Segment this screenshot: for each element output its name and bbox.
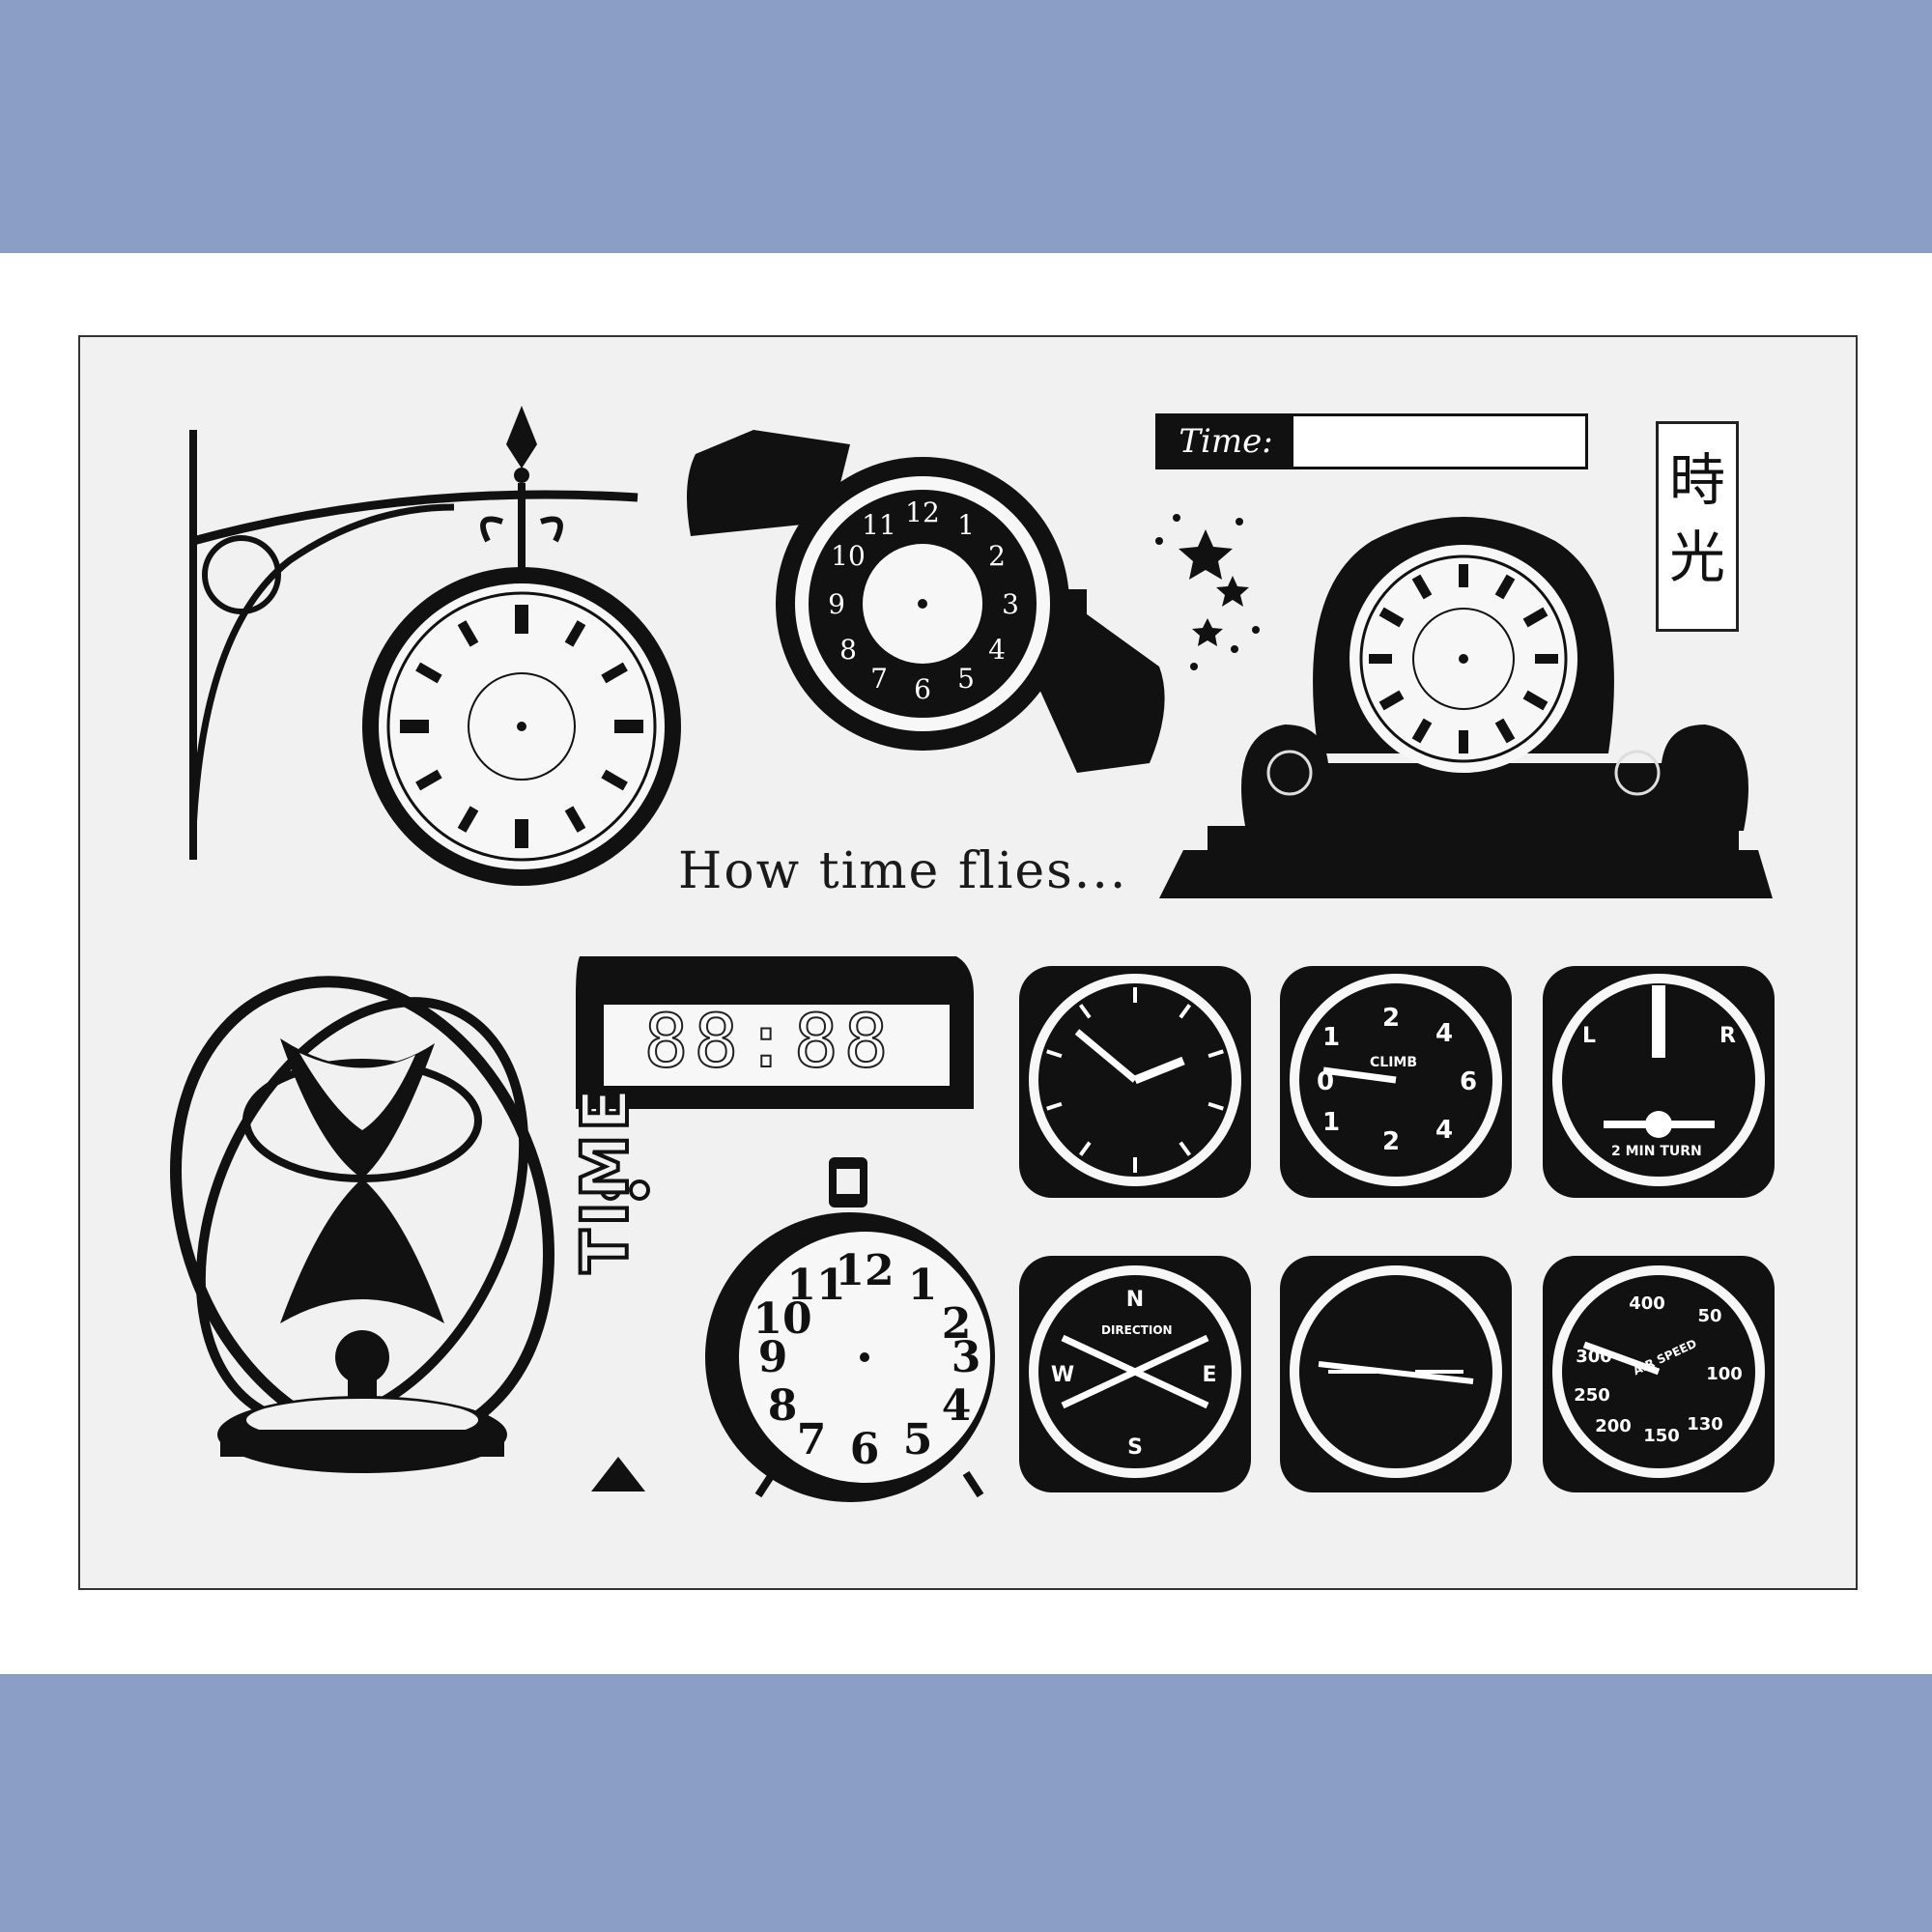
svg-text:2: 2 (1382, 1004, 1400, 1033)
kanji-box: 時 光 (1656, 421, 1739, 632)
stars-icon (1155, 514, 1260, 670)
airspeed-gauge-icon: 400 50 100 130 150 200 250 300 (1543, 1256, 1775, 1492)
turn-gauge-icon (1543, 966, 1775, 1198)
svg-text:S: S (1127, 1435, 1143, 1460)
svg-text:5: 5 (957, 663, 975, 695)
svg-text:4: 4 (988, 634, 1006, 666)
kanji-first: 時 (1668, 447, 1725, 513)
digital-clock-icon (576, 956, 974, 1109)
svg-text:E: E (1202, 1363, 1216, 1387)
svg-text:2: 2 (942, 1299, 972, 1349)
digital-display: 88:88 (643, 998, 895, 1084)
svg-text:0: 0 (1317, 1067, 1334, 1096)
triangle-icon (591, 1457, 645, 1492)
svg-text:11: 11 (786, 1261, 845, 1310)
svg-text:6: 6 (1460, 1067, 1477, 1096)
svg-text:2: 2 (1382, 1127, 1400, 1156)
svg-text:300: 300 (1576, 1347, 1612, 1367)
kanji-second: 光 (1668, 525, 1725, 590)
svg-text:4: 4 (1435, 1019, 1453, 1048)
hanging-clock-icon (189, 406, 681, 886)
svg-text:10: 10 (753, 1294, 811, 1344)
roman-hour-marks (400, 605, 643, 848)
turn-right-label: R (1719, 1024, 1736, 1048)
turn-caption: 2 MIN TURN (1611, 1144, 1702, 1159)
svg-text:150: 150 (1643, 1426, 1680, 1446)
svg-text:6: 6 (914, 673, 931, 705)
svg-text:3: 3 (1002, 588, 1019, 620)
turn-left-label: L (1582, 1024, 1597, 1048)
time-tag-label: Time: (1155, 413, 1588, 469)
direction-gauge-icon: N S W E (1019, 1256, 1251, 1492)
svg-text:4: 4 (1435, 1116, 1453, 1145)
dot-icon (629, 1179, 650, 1201)
svg-text:9: 9 (828, 588, 845, 620)
slogan-text: How time flies... (678, 842, 1128, 900)
hourglass-globe-icon (170, 976, 554, 1473)
svg-text:8: 8 (768, 1381, 798, 1431)
climb-gauge-icon: 2 4 6 2 4 1 1 0 (1280, 966, 1512, 1198)
svg-text:5: 5 (903, 1415, 933, 1464)
climb-caption: CLIMB (1370, 1055, 1418, 1070)
svg-text:7: 7 (870, 663, 888, 695)
svg-text:7: 7 (797, 1415, 827, 1464)
dot-icon (600, 1179, 621, 1201)
svg-text:130: 130 (1687, 1414, 1723, 1435)
svg-text:1: 1 (1322, 1023, 1340, 1052)
time-tag-caption: Time: (1158, 416, 1293, 467)
mantel-clock-icon (1159, 517, 1773, 898)
svg-text:4: 4 (942, 1381, 972, 1431)
attitude-gauge-icon (1280, 1256, 1512, 1492)
svg-text:11: 11 (862, 509, 896, 541)
svg-text:1: 1 (1322, 1108, 1340, 1137)
svg-text:10: 10 (831, 540, 866, 572)
svg-text:2: 2 (988, 540, 1006, 572)
svg-text:100: 100 (1706, 1364, 1743, 1384)
svg-text:200: 200 (1595, 1416, 1632, 1436)
svg-text:W: W (1051, 1363, 1074, 1387)
svg-text:12: 12 (905, 497, 940, 528)
svg-text:6: 6 (850, 1425, 880, 1474)
svg-text:3: 3 (952, 1333, 981, 1382)
direction-caption: DIRECTION (1101, 1323, 1173, 1337)
svg-text:8: 8 (839, 634, 857, 666)
vertical-time-word: TIME (566, 1082, 644, 1275)
svg-text:N: N (1126, 1288, 1144, 1312)
top-band (0, 0, 1932, 253)
svg-text:1: 1 (908, 1261, 938, 1310)
svg-text:9: 9 (758, 1333, 788, 1382)
svg-text:250: 250 (1574, 1385, 1610, 1406)
altimeter-gauge-icon (1019, 966, 1251, 1198)
svg-text:400: 400 (1629, 1293, 1665, 1314)
svg-text:12: 12 (835, 1246, 894, 1295)
svg-text:1: 1 (957, 509, 975, 541)
bottom-band (0, 1674, 1932, 1932)
svg-text:50: 50 (1697, 1306, 1721, 1326)
